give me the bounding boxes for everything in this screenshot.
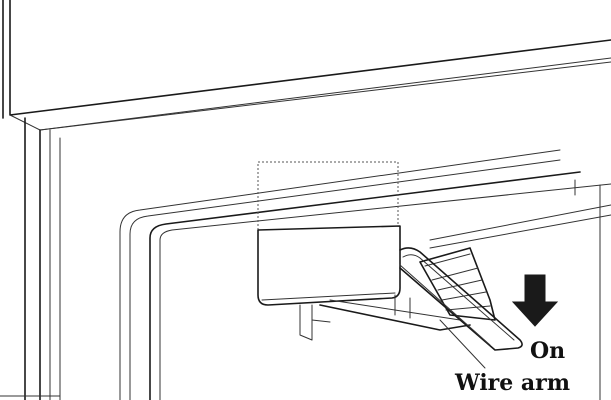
on-label: On <box>530 338 566 364</box>
freezer-left-wall <box>24 117 61 400</box>
freezer-opening-frame <box>119 149 611 400</box>
freezer-ceiling <box>2 0 611 131</box>
ice-maker-body <box>257 225 401 341</box>
down-arrow-icon <box>511 274 559 327</box>
wire-arm-label: Wire arm <box>455 370 571 396</box>
wire-arm <box>399 247 523 351</box>
wire-arm-leader <box>439 319 486 369</box>
ice-tray <box>319 294 471 331</box>
